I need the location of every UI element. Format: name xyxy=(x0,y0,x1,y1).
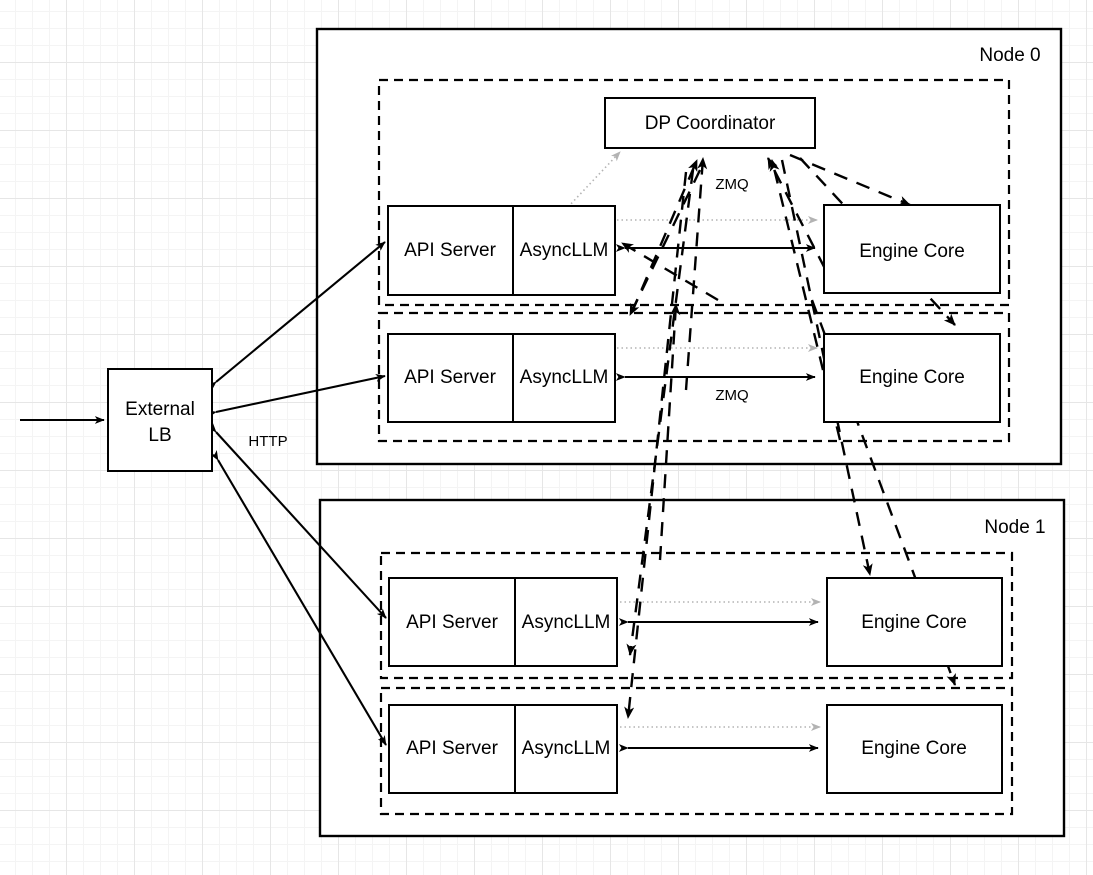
edge-coordinator-enginecore-n0r0 xyxy=(789,153,911,207)
zmq-label-bottom: ZMQ xyxy=(715,387,748,404)
asyncllm-label-n0r1: AsyncLLM xyxy=(520,367,609,388)
external-lb-label-line1: External xyxy=(125,399,195,420)
edge-http-lb-apiserver-n0r0 xyxy=(206,241,386,391)
engine-core-label-n1r0: Engine Core xyxy=(861,612,967,633)
dp-coordinator-label: DP Coordinator xyxy=(645,113,776,134)
edge-http-lb-apiserver-n1r1 xyxy=(209,450,387,746)
api-server-label-n1r1: API Server xyxy=(406,738,499,759)
asyncllm-label-n1r0: AsyncLLM xyxy=(522,612,611,633)
node-0-rank-1-group xyxy=(377,311,1011,443)
external-lb-label-line2: LB xyxy=(148,425,171,446)
api-server-label-n0r1: API Server xyxy=(404,367,497,388)
node-1-rank-0-group xyxy=(379,551,1014,680)
edge-coordinator-asyncllm-n0r0 xyxy=(621,241,719,302)
api-server-group-n1r0[interactable] xyxy=(388,577,618,667)
edge-coordinator-enginecore-n0r1 xyxy=(799,157,956,326)
engine-core-box-n1r0[interactable] xyxy=(826,577,1003,667)
api-server-label-n0r0: API Server xyxy=(404,240,497,261)
engine-core-box-n0r1[interactable] xyxy=(823,333,1001,423)
engine-core-label-n0r0: Engine Core xyxy=(859,241,965,262)
api-server-group-n0r0[interactable] xyxy=(387,205,616,296)
edge-zmq-up-n1 xyxy=(658,303,681,561)
api-server-label-n1r0: API Server xyxy=(406,612,499,633)
edge-coordinator-asyncllm-n1r1 xyxy=(624,171,688,719)
node-1-title: Node 1 xyxy=(984,517,1045,538)
edge-asyncllm-coordinator-dotted xyxy=(567,151,621,208)
node-0-rank-0-group xyxy=(377,78,1011,307)
edge-coordinator-asyncllm-n0r1 xyxy=(628,169,702,316)
external-lb-box[interactable] xyxy=(107,368,213,472)
engine-core-box-n0r0[interactable] xyxy=(823,204,1001,294)
asyncllm-label-n1r1: AsyncLLM xyxy=(522,738,611,759)
dp-coordinator-box[interactable] xyxy=(604,97,816,149)
http-label: HTTP xyxy=(248,433,287,450)
api-server-group-n1r1[interactable] xyxy=(388,704,618,794)
engine-core-box-n1r1[interactable] xyxy=(826,704,1003,794)
node-1-rank-1-group xyxy=(379,686,1014,816)
zmq-label-top: ZMQ xyxy=(715,176,748,193)
edge-zmq-coordinator-in-a xyxy=(684,157,708,391)
api-server-group-n0r1[interactable] xyxy=(387,333,616,423)
engine-core-label-n1r1: Engine Core xyxy=(861,738,967,759)
asyncllm-label-n0r0: AsyncLLM xyxy=(520,240,609,261)
edge-http-lb-apiserver-n0r1 xyxy=(206,374,386,418)
node-0-title: Node 0 xyxy=(979,45,1040,66)
engine-core-label-n0r1: Engine Core xyxy=(859,367,965,388)
